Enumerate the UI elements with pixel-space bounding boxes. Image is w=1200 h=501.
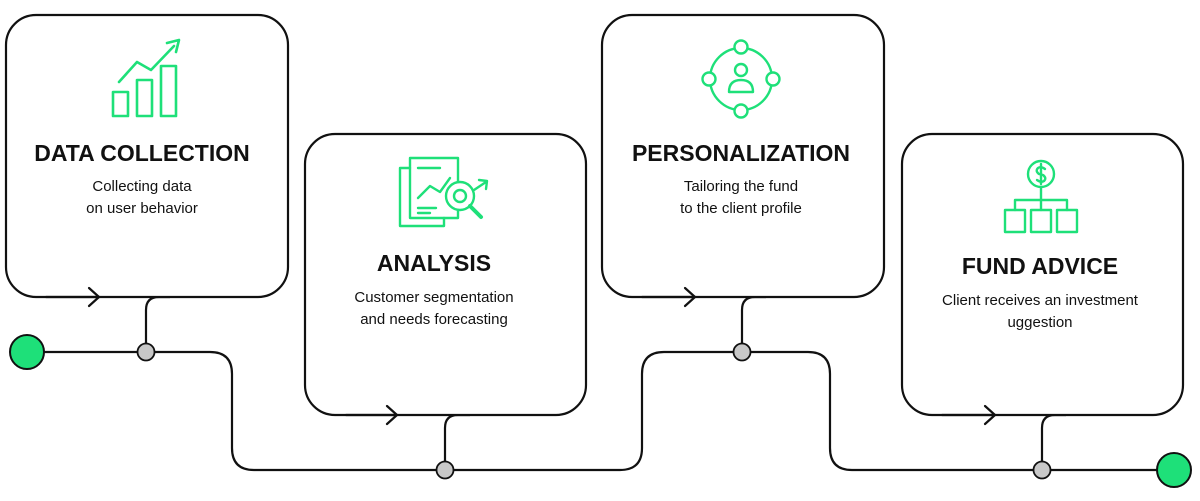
step-desc-line1: Customer segmentation (354, 289, 513, 306)
report-magnifier-icon (400, 158, 487, 226)
step-title-analysis: ANALYSIS (377, 250, 491, 276)
bar-chart-growth-icon (113, 40, 179, 116)
step-desc-line1: Client receives an investment (942, 292, 1139, 309)
user-orbit-icon (703, 41, 780, 118)
step-card-fund-advice (900, 132, 1185, 417)
timeline-path (28, 350, 1174, 472)
step-desc-line1: Collecting data (92, 178, 192, 195)
step-desc-line1: Tailoring the fund (684, 178, 798, 195)
arrow-right-icon (940, 404, 997, 426)
arrow-right-icon (640, 286, 697, 308)
step-title-data-collection: DATA COLLECTION (34, 140, 250, 166)
step-card-data-collection (4, 13, 290, 299)
timeline-start-node (9, 334, 45, 370)
step-desc-line2: uggestion (1007, 314, 1072, 331)
timeline-node-4 (1032, 460, 1052, 480)
arrow-right-icon (44, 286, 101, 308)
step-card-personalization (600, 13, 886, 299)
timeline-node-3 (732, 342, 752, 362)
step-desc-line2: to the client profile (680, 200, 802, 217)
step-card-analysis (303, 132, 588, 417)
arrow-right-icon (344, 404, 399, 426)
dollar-hierarchy-icon (1005, 161, 1077, 232)
step-desc-line2: on user behavior (86, 200, 198, 217)
step-title-personalization: PERSONALIZATION (632, 140, 850, 166)
timeline-node-1 (136, 342, 156, 362)
timeline-node-2 (435, 460, 455, 480)
step-title-fund-advice: FUND ADVICE (962, 253, 1118, 279)
step-desc-line2: and needs forecasting (360, 311, 508, 328)
timeline-end-node (1156, 452, 1192, 488)
